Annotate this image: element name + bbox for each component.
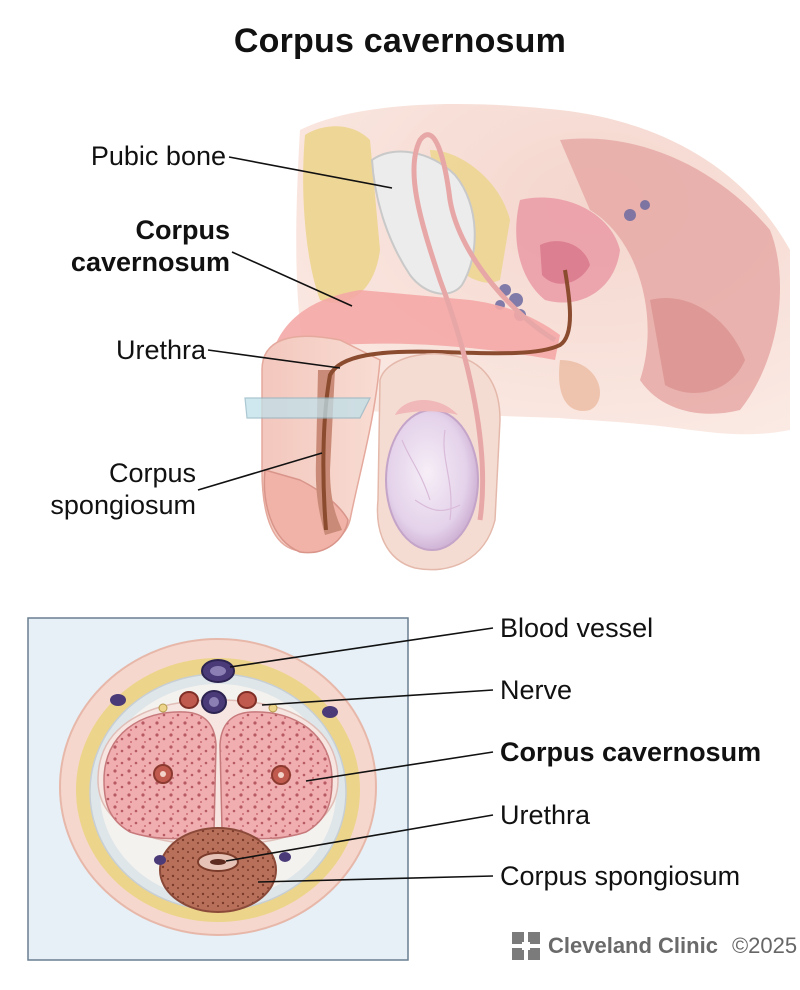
- label-corpus-cavernosum-cross: Corpus cavernosum: [500, 737, 762, 767]
- label-corpus-cavernosum-line1: Corpus: [135, 215, 231, 245]
- urethra-path: [321, 269, 572, 531]
- label-urethra-side: Urethra: [115, 335, 206, 365]
- testis: [385, 409, 479, 551]
- copyright: ©2025: [731, 933, 798, 958]
- label-corpus-spongiosum-line1: Corpus: [108, 458, 196, 488]
- fat-pad: [303, 126, 380, 303]
- cross-section-plane: [244, 397, 371, 419]
- label-urethra-cross: Urethra: [500, 800, 591, 830]
- corpus-cavernosum-shape: [268, 290, 560, 400]
- label-corpus-spongiosum-line2: spongiosum: [50, 490, 196, 520]
- vas-deferens: [411, 132, 557, 521]
- label-pubic-bone: Pubic bone: [90, 141, 226, 171]
- brand-name: Cleveland Clinic: [548, 933, 718, 958]
- diagram-title: Corpus cavernosum: [233, 22, 567, 60]
- credit-line: Cleveland Clinic ©2025: [512, 930, 797, 962]
- cross-section-panel: [27, 617, 494, 961]
- label-nerve: Nerve: [500, 675, 573, 705]
- cleveland-clinic-logo-icon: [512, 932, 540, 960]
- label-corpus-spongiosum-cross: Corpus spongiosum: [500, 861, 741, 891]
- label-corpus-cavernosum-line2: cavernosum: [70, 247, 230, 277]
- side-view: [197, 104, 790, 571]
- label-blood-vessel: Blood vessel: [500, 613, 654, 643]
